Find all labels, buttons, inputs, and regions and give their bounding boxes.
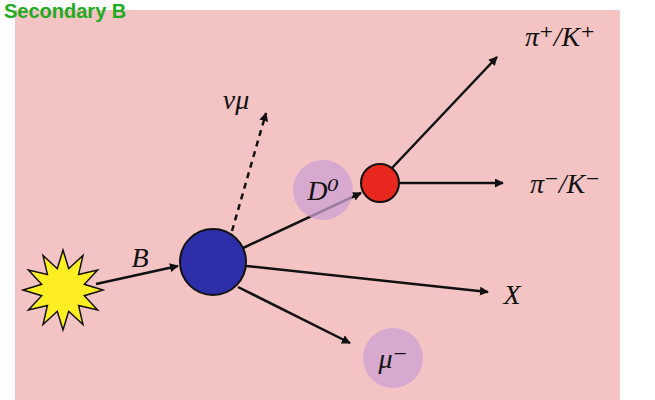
particle-label: B bbox=[131, 242, 148, 274]
slide-title: Secondary B bbox=[4, 0, 126, 23]
collision-star bbox=[23, 250, 103, 330]
particle-name: D⁰ bbox=[307, 174, 338, 207]
particle-label: νμ bbox=[223, 84, 249, 116]
x-track bbox=[246, 266, 488, 292]
particle-label: π⁺/K⁺ bbox=[525, 20, 595, 53]
d-decay-vertex bbox=[361, 164, 399, 202]
particle-name: μ⁻ bbox=[379, 342, 408, 375]
particle-highlight: μ⁻ bbox=[363, 328, 423, 388]
neutrino-track bbox=[232, 113, 266, 231]
plus-track bbox=[392, 57, 497, 168]
minus-track bbox=[400, 182, 503, 185]
particle-highlight: D⁰ bbox=[293, 160, 353, 220]
background-panel bbox=[15, 10, 620, 400]
b-decay-vertex bbox=[180, 229, 246, 295]
muon-track bbox=[238, 287, 350, 343]
particle-label: X bbox=[503, 279, 520, 311]
particle-label: π⁻/K⁻ bbox=[530, 167, 600, 200]
